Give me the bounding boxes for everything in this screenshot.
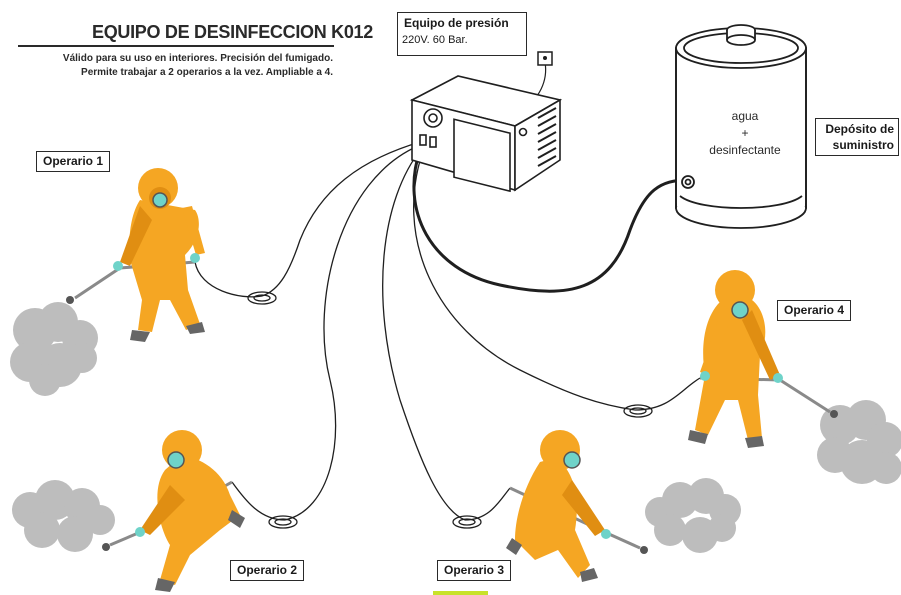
- hose-operator-1-lance: [194, 261, 263, 298]
- spray-cloud-2: [12, 480, 115, 552]
- operator-4-figure: [688, 270, 838, 448]
- hoses: [194, 141, 701, 529]
- operator-3-figure: [506, 430, 648, 582]
- pressure-unit-label: Equipo de presión 220V. 60 Bar.: [397, 12, 527, 56]
- hose-coil-3: [452, 515, 482, 529]
- supply-tank-label: Depósito de suministro: [815, 118, 899, 156]
- pressure-unit-spec: 220V. 60 Bar.: [402, 34, 468, 46]
- operator-1-figure: [66, 168, 205, 342]
- hose-operator-2: [284, 145, 419, 521]
- title-underline: [18, 45, 334, 47]
- page-subtitle: Válido para su uso en interiores. Precis…: [3, 52, 333, 80]
- tank-content-line-3: desinfectante: [709, 143, 781, 157]
- operator-1-label: Operario 1: [36, 151, 111, 172]
- pressure-machine: [409, 75, 563, 193]
- spray-cloud-4: [817, 400, 901, 484]
- supply-tank: [675, 24, 807, 229]
- subtitle-line-2: Permite trabajar a 2 operarios a la vez.…: [81, 67, 333, 78]
- accent-bar: [433, 591, 488, 595]
- operator-2-figure: [102, 430, 245, 592]
- tank-content-line-2: +: [741, 126, 749, 140]
- operator-4-label: Operario 4: [777, 300, 852, 321]
- hose-operator-4: [413, 144, 636, 411]
- hose-coil-2: [268, 515, 298, 529]
- hose-coil-4: [623, 404, 653, 418]
- pressure-unit-title: Equipo de presión: [404, 16, 509, 30]
- page-title: EQUIPO DE DESINFECCION K012: [92, 22, 373, 42]
- operator-3-label: Operario 3: [437, 560, 512, 581]
- hose-operator-3: [382, 147, 466, 521]
- tank-label-line-2: suministro: [832, 138, 894, 152]
- power-plug-icon: [537, 51, 553, 66]
- subtitle-line-1: Válido para su uso en interiores. Precis…: [62, 53, 333, 64]
- supply-hose: [412, 149, 689, 293]
- operator-2-label: Operario 2: [230, 560, 305, 581]
- tank-contents: agua + desinfectante: [690, 108, 800, 159]
- hose-coil-1: [247, 291, 277, 305]
- tank-label-line-1: Depósito de: [825, 122, 894, 136]
- tank-content-line-1: agua: [731, 109, 759, 123]
- spray-cloud-3: [645, 478, 741, 553]
- spray-clouds: [10, 302, 901, 553]
- hose-operator-1: [261, 141, 421, 297]
- spray-cloud-1: [10, 302, 98, 396]
